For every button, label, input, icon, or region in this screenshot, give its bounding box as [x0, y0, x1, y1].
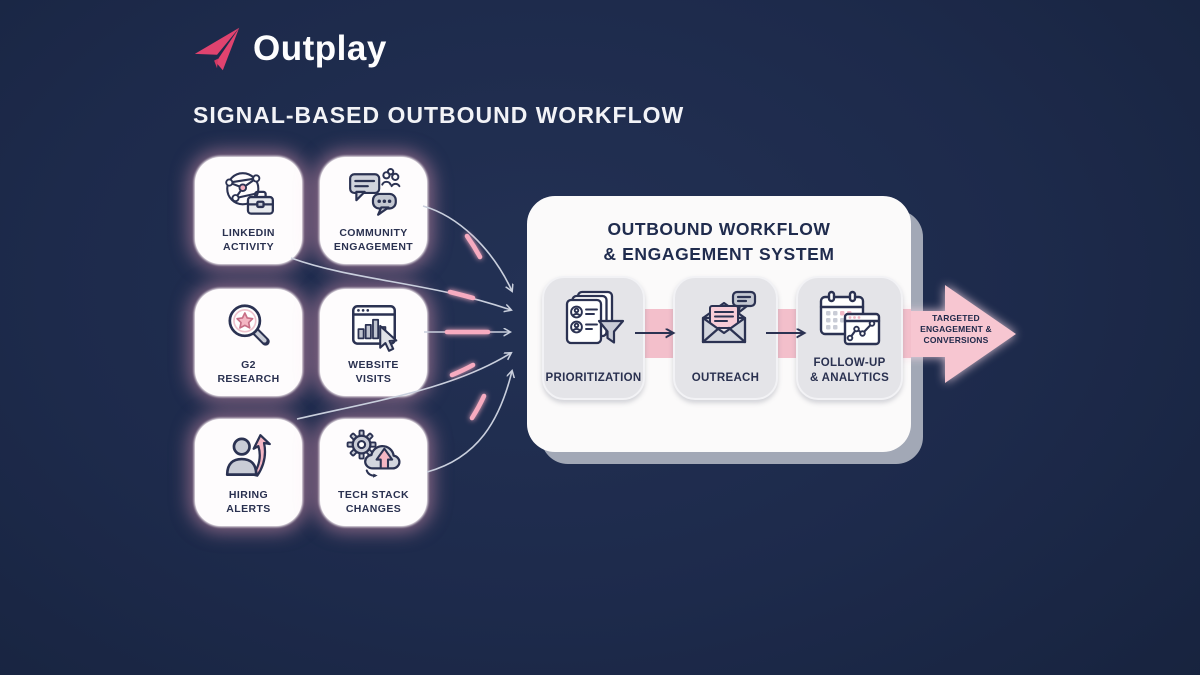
signal-label: TECH STACK CHANGES: [338, 489, 409, 515]
line-tech: [426, 371, 512, 473]
signal-card-hiring-alerts: HIRING ALERTS: [195, 419, 302, 526]
step-card-outreach: OUTREACH: [673, 276, 778, 400]
logo-text: Outplay: [253, 29, 387, 68]
big-right-arrow-icon: [893, 285, 1016, 383]
signal-card-website-visits: WEBSITE VISITS: [320, 289, 427, 396]
magnifier-star-icon: [227, 304, 270, 347]
line-community: [422, 205, 512, 291]
network-briefcase-icon: [224, 172, 274, 216]
signal-card-linkedin-activity: LINKEDIN ACTIVITY: [195, 157, 302, 264]
signal-label: WEBSITE VISITS: [348, 359, 399, 385]
outcome-label: TARGETED ENGAGEMENT & CONVERSIONS: [920, 313, 992, 346]
step-arrows: [635, 323, 911, 343]
step-card-prioritization: PRIORITIZATION: [542, 276, 645, 400]
logo: Outplay: [191, 22, 387, 76]
signal-label: G2 RESEARCH: [217, 359, 280, 385]
signal-label: LINKEDIN ACTIVITY: [222, 227, 275, 253]
page-title: SIGNAL-BASED OUTBOUND WORKFLOW: [193, 102, 685, 128]
contact-cards-funnel-icon: [565, 290, 624, 345]
step-card-follow-up-analytics: FOLLOW-UP & ANALYTICS: [796, 276, 903, 400]
outcome-arrow: TARGETED ENGAGEMENT & CONVERSIONS: [893, 278, 1023, 390]
signal-label: COMMUNITY ENGAGEMENT: [333, 227, 414, 253]
step-label: FOLLOW-UP & ANALYTICS: [809, 357, 890, 385]
workflow-panel: OUTBOUND WORKFLOW & ENGAGEMENT SYSTEM: [527, 196, 911, 452]
paper-plane-icon: [194, 27, 240, 71]
workflow-panel-title: OUTBOUND WORKFLOW & ENGAGEMENT SYSTEM: [603, 219, 835, 264]
browser-chart-cursor-icon: [351, 305, 397, 353]
signal-pulses: [444, 233, 491, 421]
step-label: OUTREACH: [691, 372, 760, 385]
signal-label: HIRING ALERTS: [226, 489, 271, 515]
gear-cloud-upload-icon: [346, 429, 401, 479]
envelope-message-icon: [701, 290, 756, 344]
signal-card-g2-research: G2 RESEARCH: [195, 289, 302, 396]
person-growth-arrow-icon: [225, 434, 271, 478]
calendar-analytics-icon: [819, 290, 880, 346]
signal-card-tech-stack-changes: TECH STACK CHANGES: [320, 419, 427, 526]
signal-card-community-engagement: COMMUNITY ENGAGEMENT: [320, 157, 427, 264]
chat-bubbles-people-icon: [348, 168, 400, 217]
step-label: PRIORITIZATION: [545, 372, 642, 385]
